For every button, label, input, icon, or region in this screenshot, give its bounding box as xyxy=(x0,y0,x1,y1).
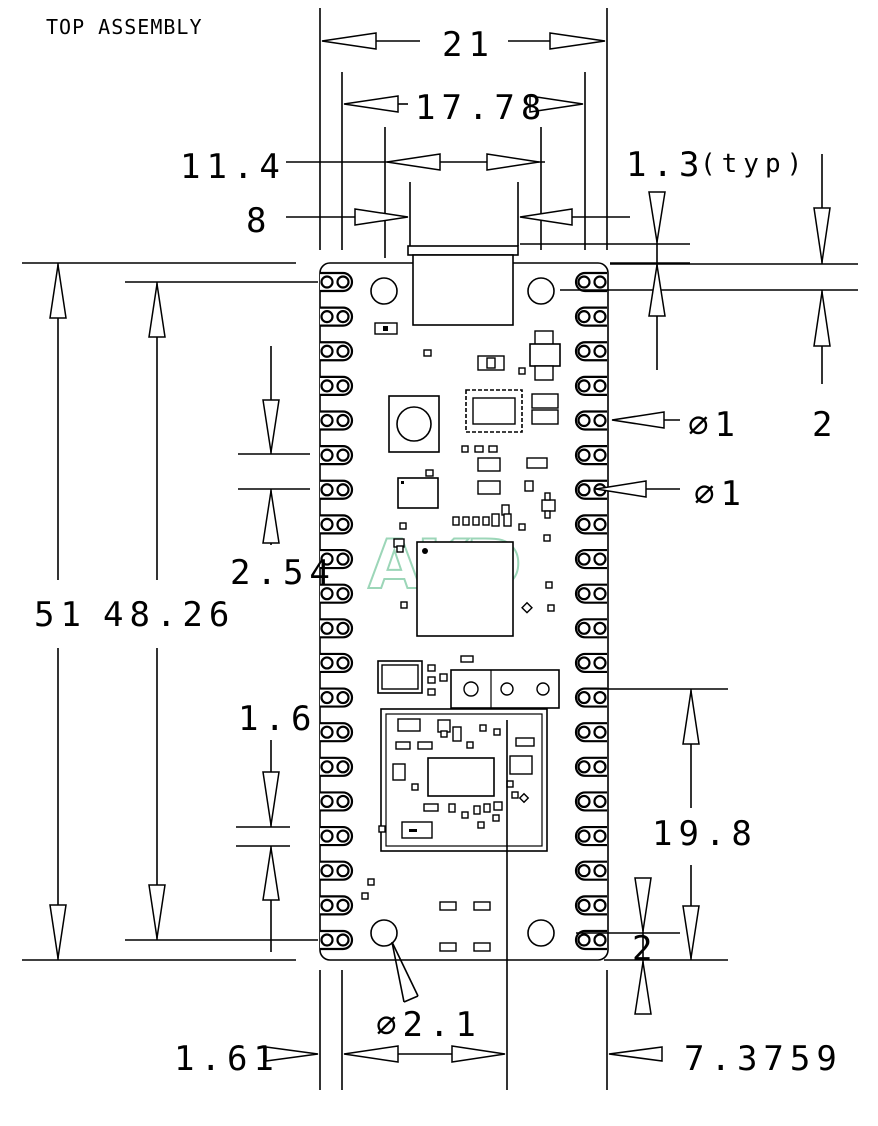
mounting-holes xyxy=(370,277,555,947)
board-components xyxy=(361,322,561,952)
dim-pin-row-spacing: 17.78 xyxy=(415,88,547,128)
right-pin-pad xyxy=(574,895,607,916)
dim-usb-overhang: 1.3 xyxy=(626,145,705,185)
right-pin-pad xyxy=(574,652,607,674)
left-pin-pad xyxy=(320,445,354,466)
dimension-labels: 21 17.78 11.4 8 1.3 (typ) 2 ∅1 ∅1 2.54 5… xyxy=(34,25,843,1079)
dim-usb-overhang-typ: (typ) xyxy=(700,149,808,179)
left-pin-pad xyxy=(320,375,354,396)
left-pin-pad xyxy=(320,652,354,674)
left-pin-pad xyxy=(320,756,354,777)
right-pin-pad xyxy=(574,410,607,431)
dim-debug-offset: 19.8 xyxy=(652,814,758,854)
right-pin-pad xyxy=(574,756,607,777)
right-pin-pad xyxy=(574,479,607,500)
dim-bottom-hole-offset: 2 xyxy=(632,929,658,969)
dim-hole-dia-1a: ∅1 xyxy=(688,405,741,445)
mount-hole-bottom-right xyxy=(527,919,555,947)
usb-connector xyxy=(407,245,519,326)
right-pin-pad xyxy=(574,722,607,743)
right-pin-pad xyxy=(574,825,607,847)
right-pin-pad xyxy=(574,271,607,293)
left-pin-row xyxy=(320,271,354,951)
dim-board-length: 51 xyxy=(34,595,87,635)
dim-center-offset: 7.3759 xyxy=(684,1039,843,1079)
mount-hole-top-right xyxy=(527,277,555,305)
dim-edge-to-pin: 1.61 xyxy=(174,1039,280,1079)
left-pin-pad xyxy=(320,825,354,847)
dim-mount-hole-dia: ∅2.1 xyxy=(376,1005,482,1045)
dim-pad-height: 1.6 xyxy=(238,699,317,739)
left-pin-pad xyxy=(320,618,354,639)
right-pin-pad xyxy=(574,341,607,362)
right-pin-pad xyxy=(574,791,607,812)
right-pin-pad xyxy=(574,687,607,708)
right-pin-pad xyxy=(574,929,607,951)
dim-mount-hole-spacing-x: 11.4 xyxy=(180,147,286,187)
dim-mount-hole-spacing-y: 48.26 xyxy=(103,595,235,635)
dim-hole-dia-1b: ∅1 xyxy=(694,474,747,514)
dim-board-width: 21 xyxy=(442,25,495,65)
right-pin-row xyxy=(574,271,607,951)
drawing-title: TOP ASSEMBLY xyxy=(46,15,203,39)
left-pin-pad xyxy=(320,895,354,916)
right-pin-pad xyxy=(574,514,607,535)
mount-hole-bottom-left xyxy=(370,919,398,947)
right-pin-pad xyxy=(574,618,607,639)
dimension-arrows xyxy=(49,32,831,1063)
right-pin-pad xyxy=(574,375,607,396)
left-pin-pad xyxy=(320,271,354,293)
left-pin-pad xyxy=(320,514,354,535)
right-pin-pad xyxy=(574,860,607,881)
left-pin-pad xyxy=(320,860,354,881)
dim-usb-width: 8 xyxy=(246,201,272,241)
right-pin-pad xyxy=(574,548,607,570)
dim-mount-hole-offset: 2 xyxy=(812,405,838,445)
left-pin-pad xyxy=(320,687,354,708)
left-pin-pad xyxy=(320,479,354,500)
left-pin-pad xyxy=(320,341,354,362)
right-pin-pad xyxy=(574,445,607,466)
right-pin-pad xyxy=(574,306,607,327)
mount-hole-top-left xyxy=(370,277,398,305)
right-pin-pad xyxy=(574,583,607,604)
left-pin-pad xyxy=(320,791,354,812)
left-pin-pad xyxy=(320,548,354,570)
left-pin-pad xyxy=(320,722,354,743)
left-pin-pad xyxy=(320,583,354,604)
dim-pin-pitch: 2.54 xyxy=(230,553,336,593)
left-pin-pad xyxy=(320,410,354,431)
left-pin-pad xyxy=(320,929,354,951)
left-pin-pad xyxy=(320,306,354,327)
